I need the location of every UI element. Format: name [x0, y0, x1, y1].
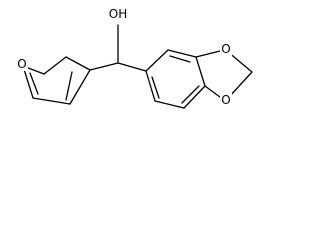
structure-diagram: OH O O O	[0, 0, 275, 132]
bond-c-furan	[89, 62, 119, 71]
molecule-drawing: OH O O O	[16, 6, 253, 109]
bond-c-benzene	[117, 62, 147, 72]
furan-oxygen-text: O	[17, 57, 26, 71]
benzene-ring	[145, 49, 206, 109]
hydroxyl-label: OH	[105, 6, 131, 22]
furan-oxygen-label: O	[16, 57, 28, 71]
dioxole-oxygen-bottom-text: O	[221, 93, 230, 107]
furan-ring	[22, 56, 91, 105]
hydroxyl-text: OH	[109, 7, 127, 21]
dioxole-oxygen-bottom-label: O	[220, 93, 232, 107]
dioxole-oxygen-top-label: O	[220, 42, 232, 56]
dioxole-oxygen-top-text: O	[221, 42, 230, 56]
